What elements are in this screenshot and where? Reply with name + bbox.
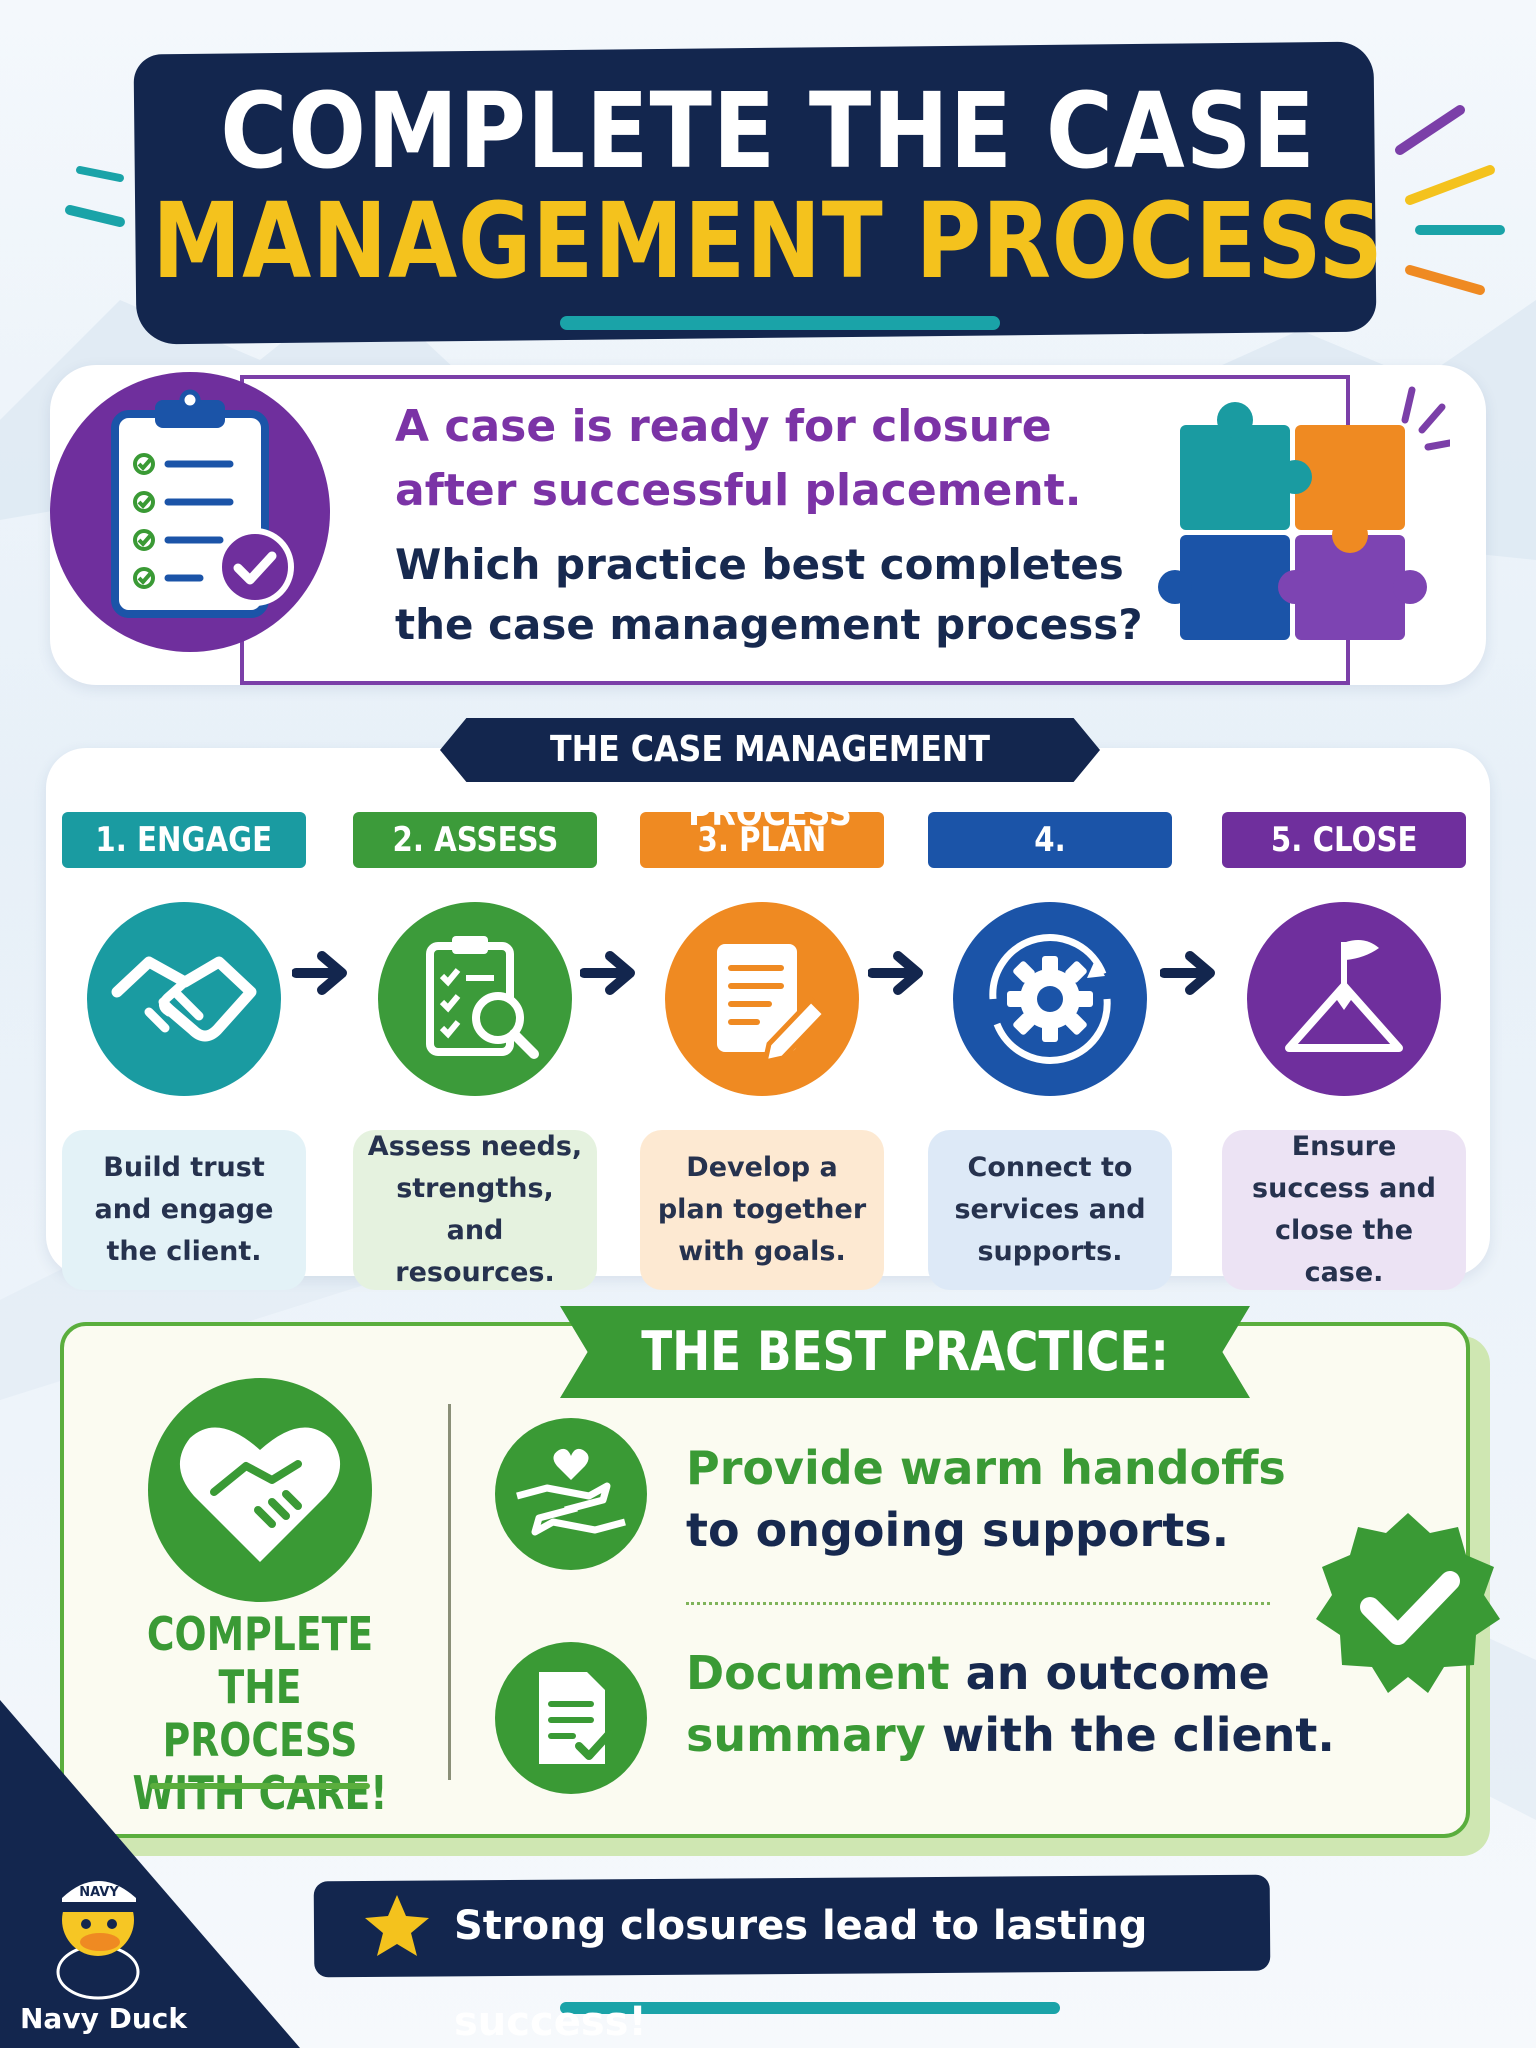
step-description: Connect to services and supports. <box>928 1130 1172 1290</box>
puzzle-icon <box>1158 386 1450 640</box>
gear-icon <box>953 902 1147 1096</box>
title-line-1: COMPLETE THE CASE <box>220 70 1316 192</box>
step-engage: 1. ENGAGE Build trust and engage the cli… <box>62 812 306 1290</box>
question-scenario: A case is ready for closure after succes… <box>395 401 1082 516</box>
heart-handshake-icon <box>148 1378 372 1602</box>
step-label: 3. PLAN <box>640 812 884 868</box>
clipboard-search-icon <box>378 902 572 1096</box>
step-label: 4. IMPLEMENT <box>928 812 1172 916</box>
step-label: 5. CLOSE <box>1222 812 1466 868</box>
arrow-right-icon <box>868 951 923 995</box>
best-practice-heading: THE BEST PRACTICE: <box>641 1320 1169 1383</box>
handshake-icon <box>87 902 281 1096</box>
footer-underline <box>560 2002 1060 2014</box>
arrow-right-icon <box>1160 951 1215 995</box>
step-implement: 4. IMPLEMENT Connect to services and sup… <box>928 812 1172 1290</box>
mascot-name: Navy Duck <box>20 2002 187 2035</box>
title-line-2: MANAGEMENT PROCESS <box>152 180 1384 302</box>
flag-mountain-icon <box>1247 902 1441 1096</box>
tagline-underline <box>150 1783 370 1789</box>
navy-duck-mascot: NAVY <box>56 1881 140 2000</box>
step-description: Assess needs, strengths, and resources. <box>353 1130 597 1290</box>
step-description: Develop a plan together with goals. <box>640 1130 884 1290</box>
document-pencil-icon <box>665 902 859 1096</box>
process-heading-banner <box>440 718 1100 782</box>
best-practice-item-2: Document an outcome summary with the cli… <box>686 1646 1335 1762</box>
check-badge-icon <box>1316 1513 1500 1693</box>
duck-cap-text: NAVY <box>79 1885 119 1900</box>
step-description: Ensure success and close the case. <box>1222 1130 1466 1290</box>
best-practice-item-1: Provide warm handoffs to ongoing support… <box>686 1441 1286 1557</box>
hands-heart-icon <box>495 1418 647 1570</box>
spark-right-decoration <box>1395 105 1505 295</box>
footer-message: Strong closures lead to lasting success! <box>454 1903 1148 2045</box>
question-prompt: Which practice best completes the case m… <box>395 540 1143 649</box>
step-close: 5. CLOSE Ensure success and close the ca… <box>1222 812 1466 1290</box>
best-practice-banner <box>560 1306 1250 1398</box>
process-heading: THE CASE MANAGEMENT PROCESS <box>549 729 991 834</box>
title-underline <box>560 316 1000 330</box>
clipboard-icon <box>50 372 330 652</box>
dotted-separator <box>686 1602 1270 1605</box>
step-plan: 3. PLAN Develop a plan together with goa… <box>640 812 884 1290</box>
step-assess: 2. ASSESS Assess needs, strengths, and r… <box>353 812 597 1290</box>
arrow-right-icon <box>292 951 347 995</box>
step-label: 2. ASSESS <box>353 812 597 868</box>
best-practice-tagline: COMPLETE THE PROCESS WITH CARE! <box>132 1607 388 1820</box>
step-description: Build trust and engage the client. <box>62 1130 306 1290</box>
arrow-right-icon <box>580 951 635 995</box>
star-icon <box>365 1895 429 1956</box>
best-practice-divider <box>448 1404 451 1780</box>
document-check-icon <box>495 1642 647 1794</box>
step-label: 1. ENGAGE <box>62 812 306 868</box>
